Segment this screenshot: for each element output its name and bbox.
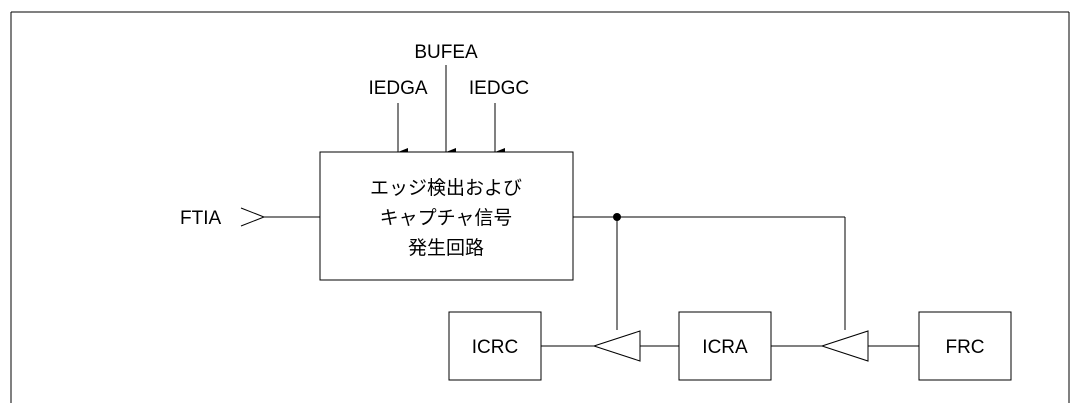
- frc-label: FRC: [945, 337, 984, 358]
- icrc-label: ICRC: [472, 337, 518, 358]
- icra-label: ICRA: [702, 337, 748, 358]
- icra-register-box: [678, 311, 772, 381]
- edge-block-line1: エッジ検出および: [370, 177, 522, 199]
- frc-register-box: [918, 311, 1012, 381]
- iedgc-label: IEDGC: [469, 78, 529, 99]
- icrc-capture-buffer: [592, 330, 641, 362]
- iedga-label: IEDGA: [368, 78, 427, 99]
- bufea-label: BUFEA: [414, 42, 478, 63]
- icrc-register-box: [448, 311, 542, 381]
- ftia-input-pin: [240, 207, 266, 227]
- icra-capture-buffer: [820, 330, 869, 362]
- outer-frame: [10, 11, 1070, 403]
- edge-block-line2: キャプチャ信号: [380, 207, 513, 229]
- edge-detect-capture-block: [319, 151, 574, 281]
- ftia-label: FTIA: [180, 208, 221, 229]
- edge-block-line3: 発生回路: [408, 237, 484, 259]
